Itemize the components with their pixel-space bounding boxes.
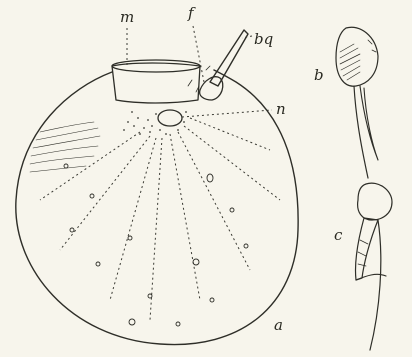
detail-b: b	[314, 27, 378, 178]
label-bq: bq	[254, 30, 273, 48]
vacuoles	[64, 164, 248, 326]
label-m: m	[120, 8, 134, 26]
detail-b-hatching	[340, 44, 360, 80]
nucleus	[123, 110, 187, 135]
detail-b-tail	[354, 86, 368, 178]
cell-a: m f bq n a	[16, 4, 298, 345]
label-n: n	[276, 100, 286, 118]
cell-body	[16, 70, 298, 345]
detail-c-stalk	[355, 218, 378, 280]
label-a: a	[274, 316, 283, 334]
detail-c-tail	[370, 220, 381, 350]
label-b: b	[314, 66, 324, 84]
label-c: c	[334, 226, 343, 244]
label-f: f	[187, 4, 196, 22]
detail-c: c	[334, 183, 392, 350]
detail-c-head	[358, 183, 392, 220]
mouth-tube	[112, 60, 200, 103]
